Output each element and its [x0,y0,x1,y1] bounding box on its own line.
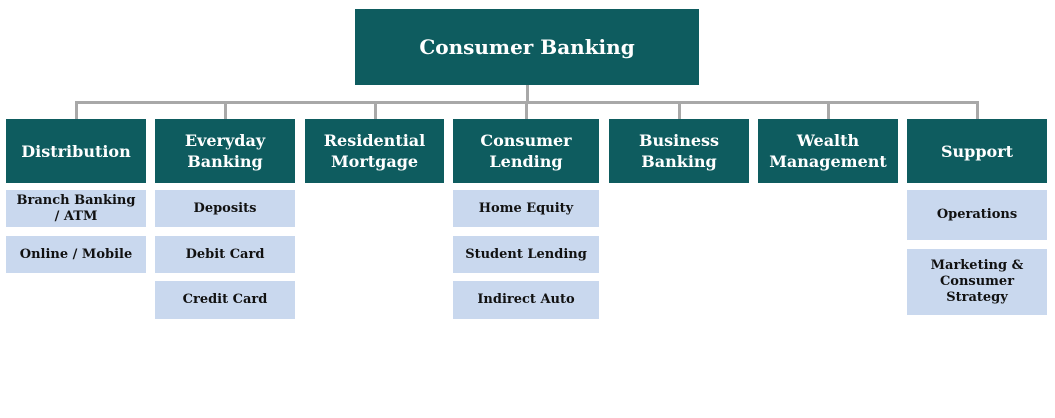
root-connector [526,85,529,103]
column-connector [75,101,78,119]
sub-node: Deposits [155,190,295,227]
column-connector [827,101,830,119]
sub-node: Home Equity [453,190,599,227]
column-header: Wealth Management [758,119,898,183]
column-header: Distribution [6,119,146,183]
column-connector [224,101,227,119]
column-connector [976,101,979,119]
column-header: Residential Mortgage [305,119,444,183]
sub-node: Debit Card [155,236,295,273]
column-header: Business Banking [609,119,749,183]
sub-node: Credit Card [155,281,295,319]
column-header: Support [907,119,1047,183]
column-connector [373,101,377,119]
column-header: Consumer Lending [453,119,599,183]
column-header: Everyday Banking [155,119,295,183]
sub-node: Branch Banking / ATM [6,190,146,227]
sub-node: Student Lending [453,236,599,273]
sub-node: Operations [907,190,1047,240]
sub-node: Marketing & Consumer Strategy [907,249,1047,315]
sub-node: Indirect Auto [453,281,599,319]
sub-node: Online / Mobile [6,236,146,273]
column-connector [525,101,528,119]
root-node: Consumer Banking [355,9,699,85]
column-connector [678,101,681,119]
